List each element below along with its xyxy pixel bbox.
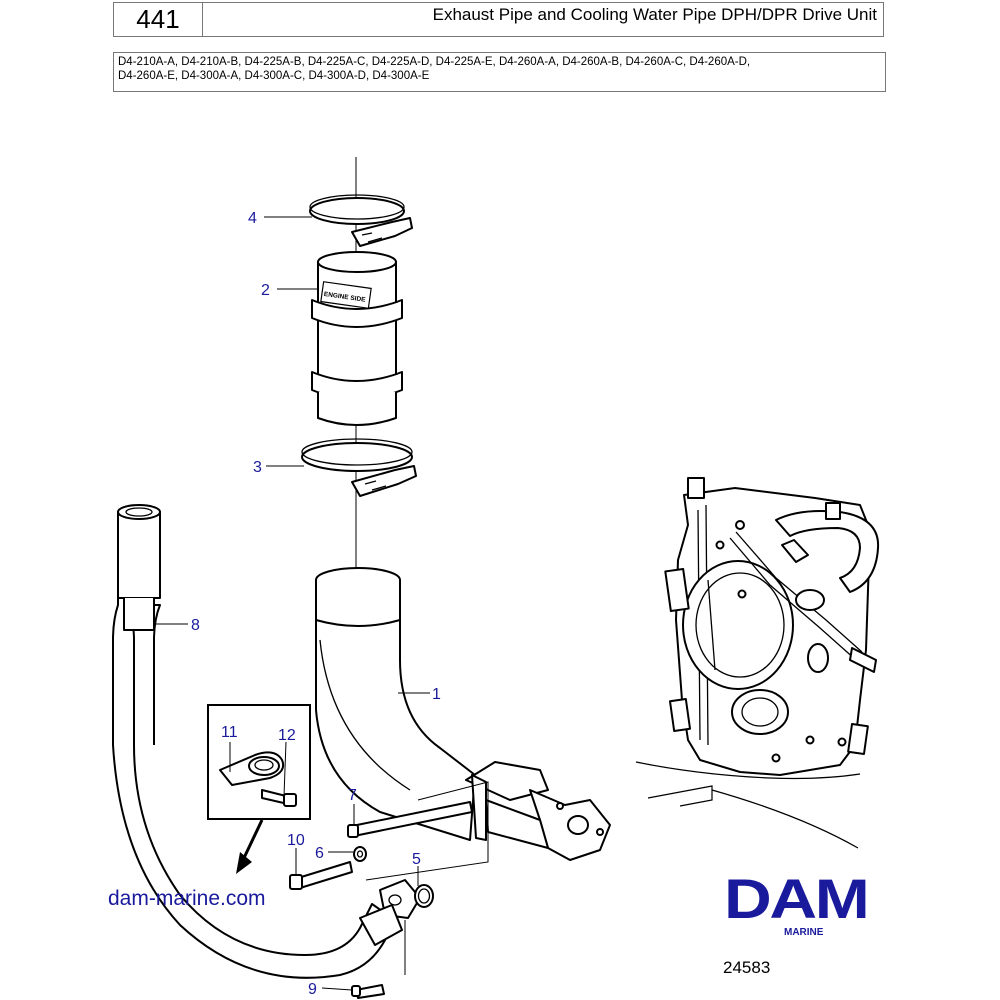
svg-text:5: 5 [412,851,421,868]
hull-section-lines [635,761,861,849]
callout-8: 8 [156,617,200,634]
model-list: D4-210A-A, D4-210A-B, D4-225A-B, D4-225A… [113,52,886,92]
bolt-lead-brackets [365,781,489,881]
callout-12: 12 [278,727,296,744]
page-title: Exhaust Pipe and Cooling Water Pipe DPH/… [432,5,877,24]
callout-2: 2 [261,282,318,299]
callout-11: 11 [221,724,238,741]
reference-number: 441 [114,3,203,36]
svg-text:3: 3 [253,459,262,476]
website-link[interactable]: dam-marine.com [108,887,266,910]
callout-5: 5 [412,851,421,886]
exhaust-elbow-pipe [315,567,611,861]
logo-subtext: MARINE [784,927,824,938]
drive-unit-housing [664,477,880,776]
lower-hose-clamp [301,438,417,497]
rubber-bellow: ENGINE SIDE [311,251,403,426]
svg-text:9: 9 [308,981,317,998]
dam-marine-logo: DAM MARINE [724,871,902,939]
o-ring [414,884,434,908]
callout-3: 3 [253,459,304,476]
callout-10: 10 [287,832,305,876]
callout-4: 4 [248,210,312,227]
svg-text:11: 11 [221,724,238,741]
model-list-line-1: D4-210A-A, D4-210A-B, D4-225A-B, D4-225A… [118,56,751,68]
water-pipe-flange [351,879,421,999]
svg-text:1: 1 [432,686,441,703]
callout-6: 6 [315,845,353,862]
callout-7: 7 [348,787,357,826]
svg-text:10: 10 [287,832,305,849]
callout-9: 9 [308,920,406,998]
svg-text:8: 8 [191,617,200,634]
detail-inset [207,704,311,874]
figure-number: 24583 [723,958,771,977]
svg-text:7: 7 [348,787,357,804]
bolt-long-upper [347,801,473,838]
upper-hose-clamp [309,194,413,247]
svg-text:2: 2 [261,282,270,299]
svg-text:4: 4 [248,210,257,227]
logo-word: DAM [724,867,870,930]
header-box: 441 Exhaust Pipe and Cooling Water Pipe … [113,2,884,37]
washer [353,846,367,862]
svg-text:6: 6 [315,845,324,862]
callout-1: 1 [398,686,441,703]
model-list-line-2: D4-260A-E, D4-300A-A, D4-300A-C, D4-300A… [118,70,430,82]
svg-text:12: 12 [278,727,296,744]
bolt-long-lower [289,861,353,890]
